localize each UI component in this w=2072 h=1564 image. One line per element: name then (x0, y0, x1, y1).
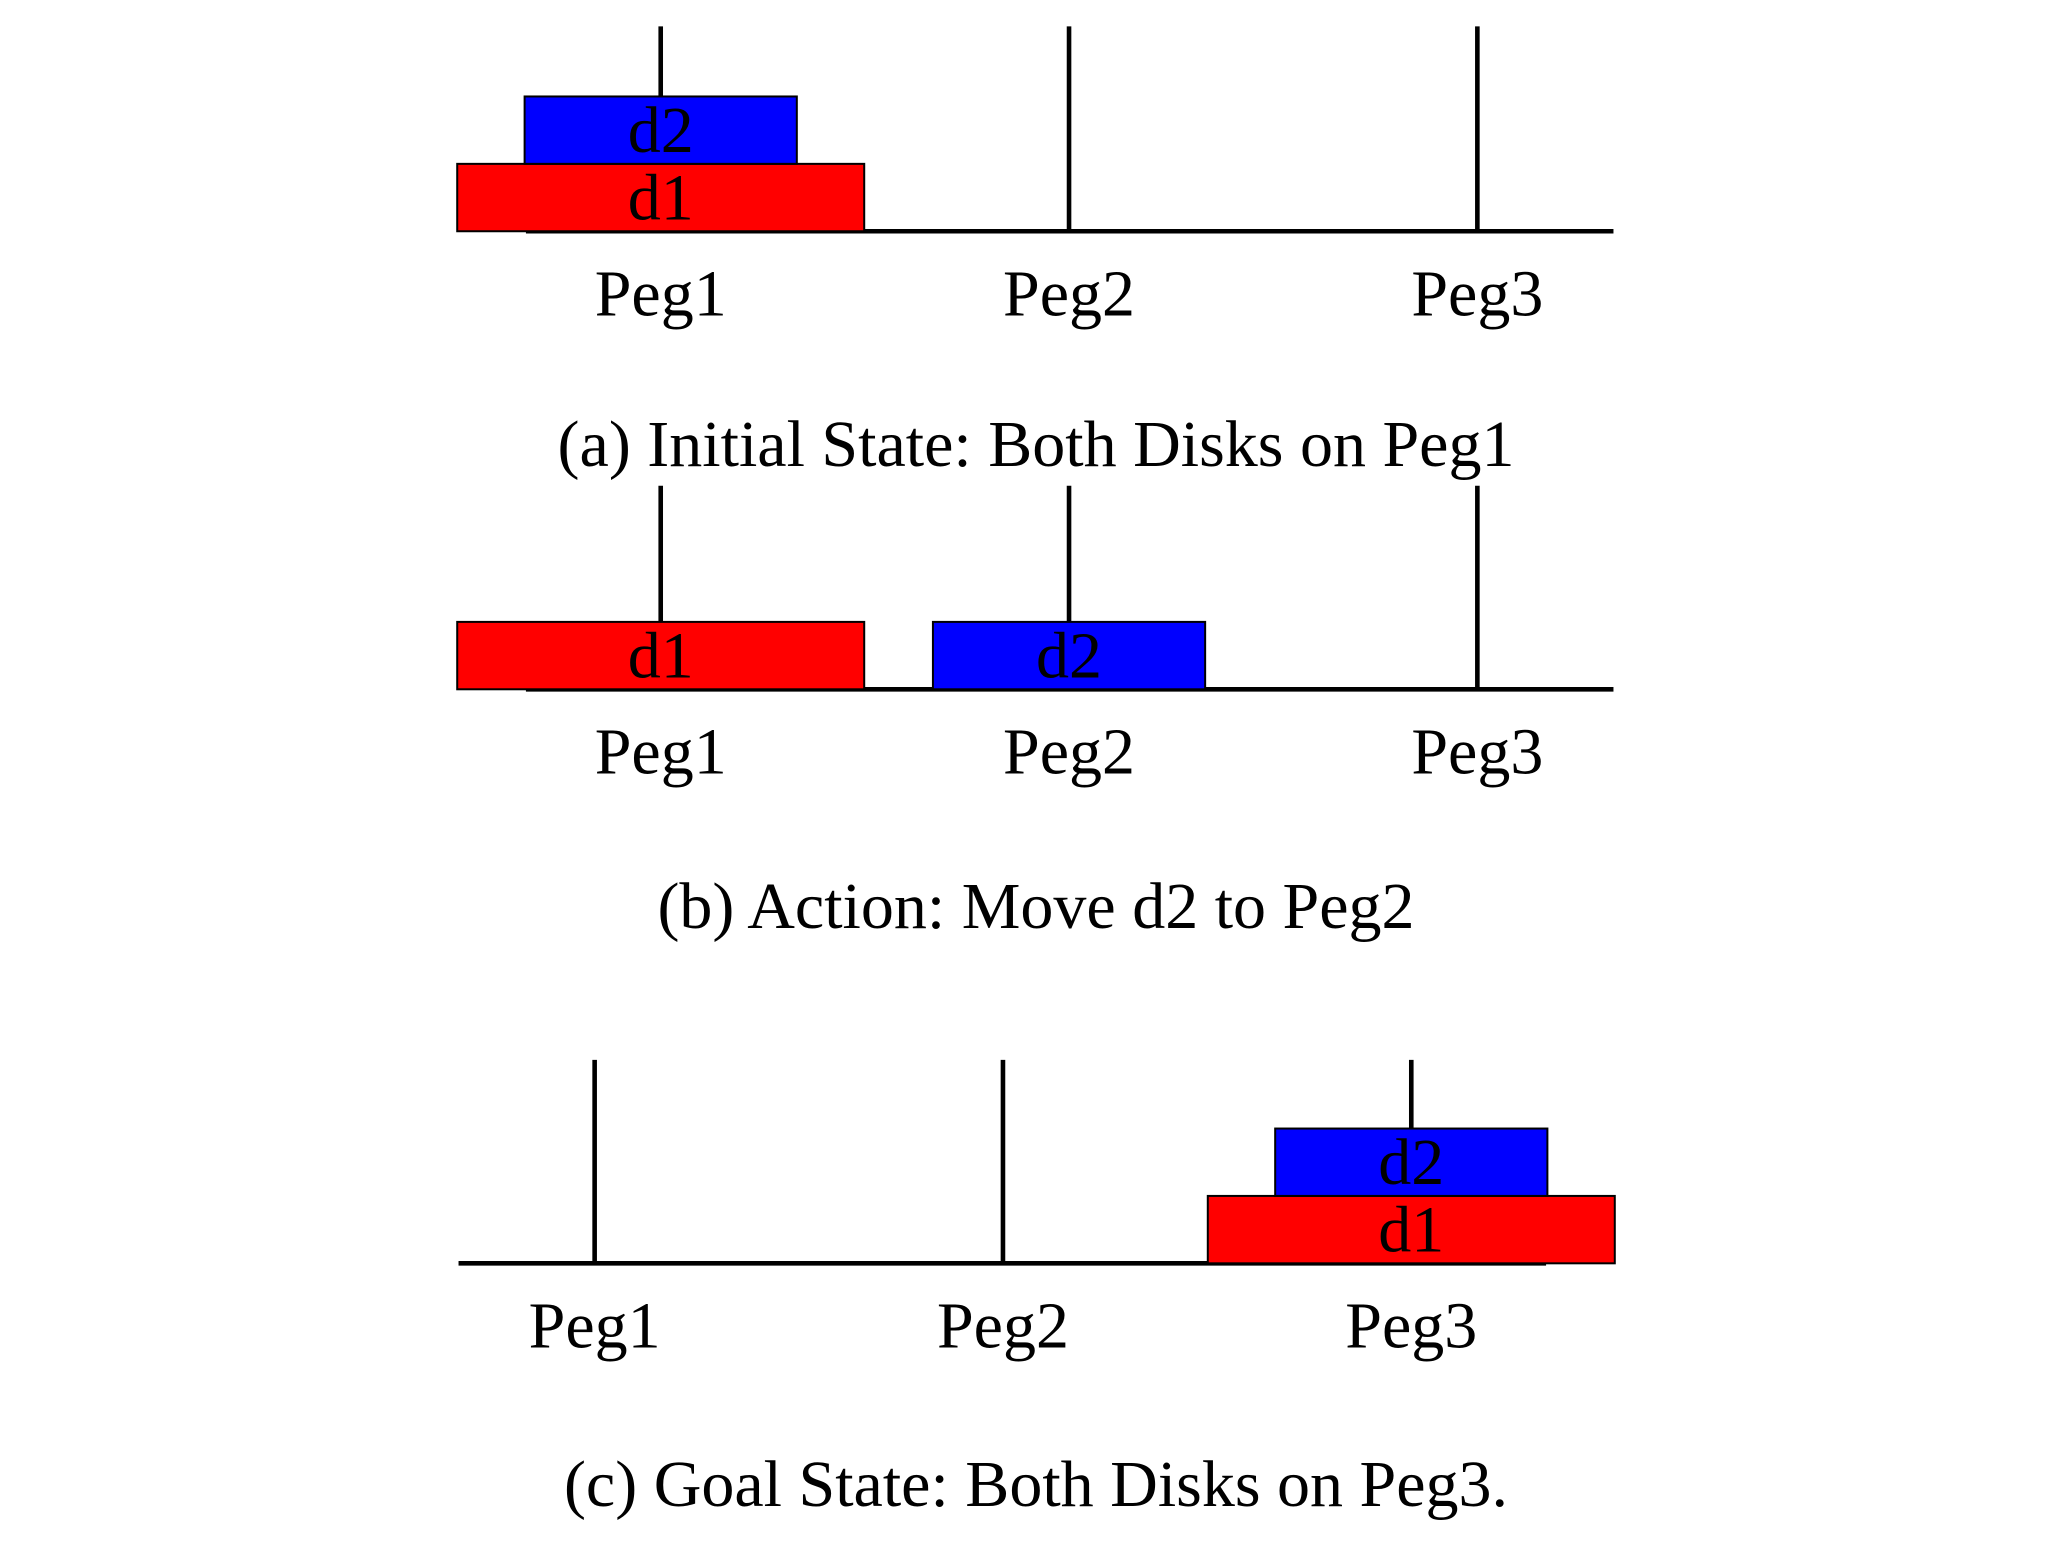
disk-d1 (456, 162, 866, 233)
disk-d1-label: d1 (1378, 1194, 1444, 1267)
peg-2-label: Peg2 (1003, 715, 1135, 788)
panel-a-caption: (a) Initial State: Both Disks on Peg1 (557, 408, 1515, 481)
disk-d1-label: d1 (628, 620, 694, 693)
panel-c-caption: (c) Goal State: Both Disks on Peg3. (563, 1448, 1509, 1521)
disk-d2 (931, 620, 1207, 691)
peg-3-label: Peg3 (1411, 257, 1543, 330)
peg-2-label: Peg2 (1003, 257, 1135, 330)
disk-d2-label: d2 (1036, 620, 1102, 693)
peg-1-label: Peg1 (595, 257, 727, 330)
disk-d2 (523, 95, 798, 165)
panel-b-caption: (b) Action: Move d2 to Peg2 (657, 870, 1415, 943)
disk-d2-label: d2 (628, 94, 694, 167)
disk-d2-label: d2 (1378, 1126, 1444, 1199)
disk-d2 (1274, 1127, 1549, 1197)
peg-2-label: Peg2 (937, 1289, 1069, 1362)
peg-1-label: Peg1 (529, 1289, 661, 1362)
disk-d1-label: d1 (628, 162, 694, 235)
peg-3-label: Peg3 (1411, 715, 1543, 788)
peg-1-label: Peg1 (595, 715, 727, 788)
disk-d1 (456, 620, 866, 691)
disk-d1 (1206, 1194, 1616, 1265)
peg-3-label: Peg3 (1345, 1289, 1477, 1362)
